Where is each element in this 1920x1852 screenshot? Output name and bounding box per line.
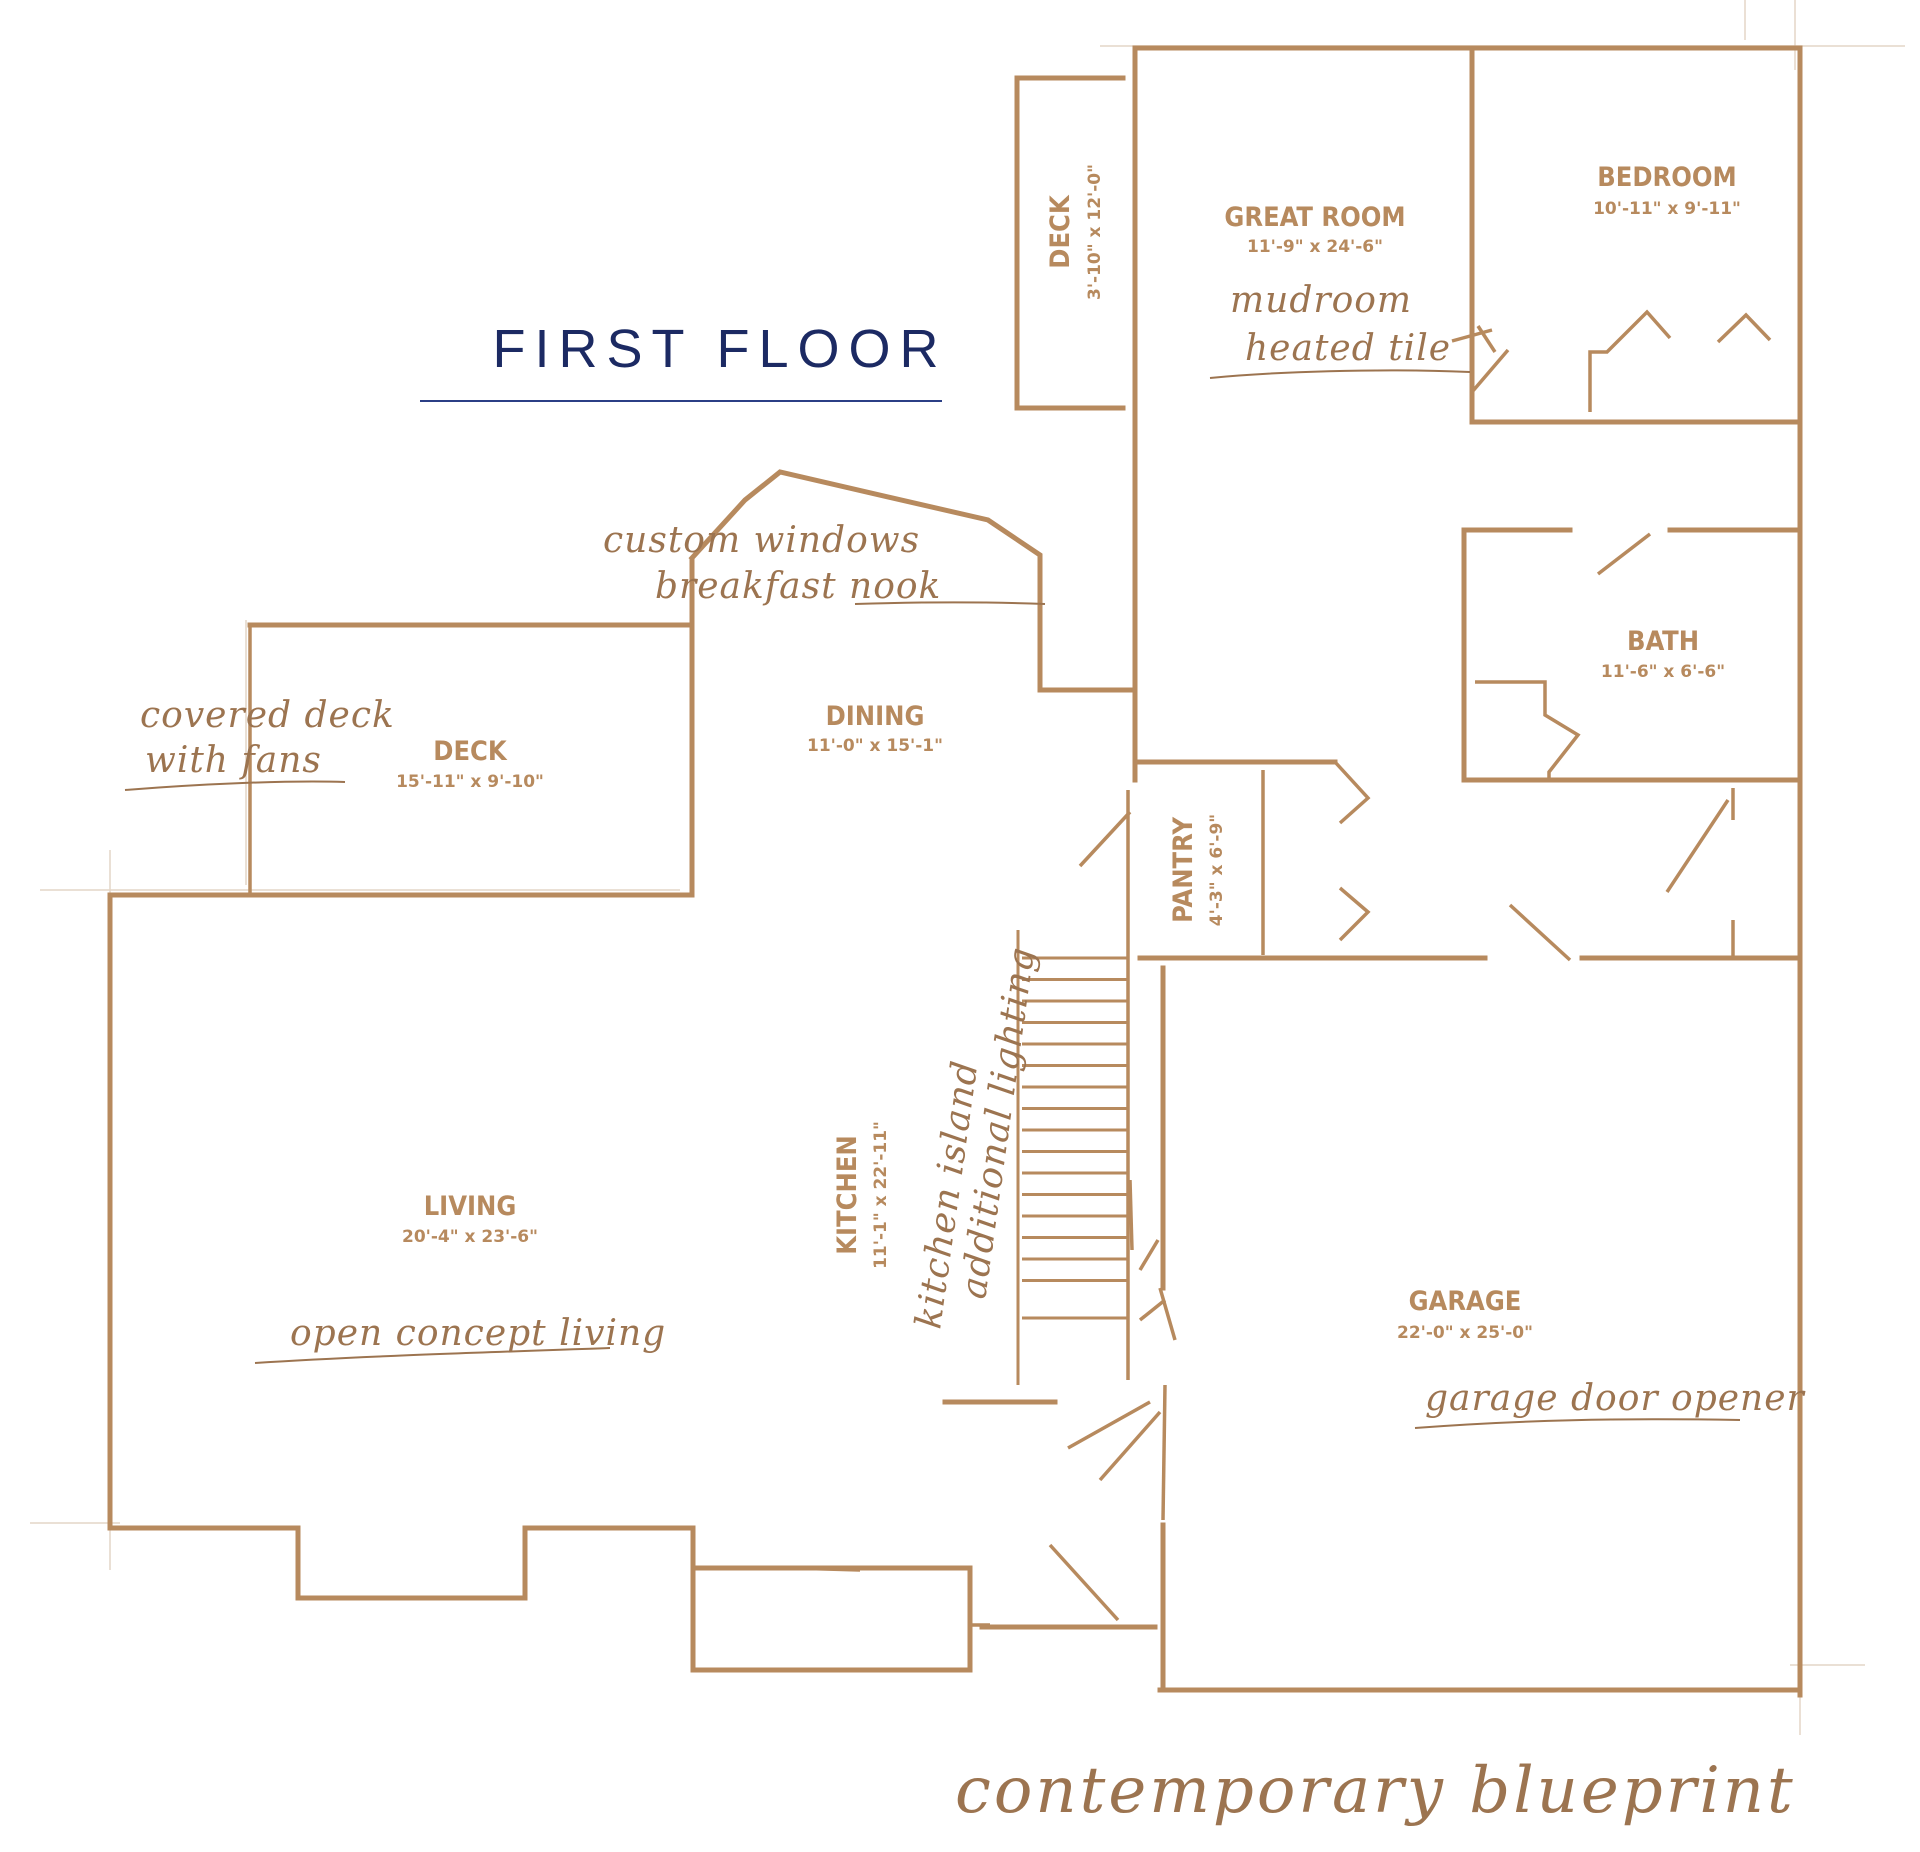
note-deck: covered deck with fans [124, 695, 395, 791]
note-garage-text: garage door opener [1425, 1378, 1806, 1419]
garage-dim: 22'-0" x 25'-0" [1397, 1323, 1533, 1343]
note-mudroom-line1: mudroom [1230, 280, 1412, 321]
note-kitchen: kitchen island additional lighting [908, 944, 1043, 1331]
note-nook-line1: custom windows [603, 520, 920, 561]
room-dining: DINING 11'-0" x 15'-1" [807, 701, 943, 756]
room-bedroom: BEDROOM 10'-11" x 9'-11" [1593, 162, 1741, 219]
note-mudroom-line2: heated tile [1245, 328, 1451, 369]
note-living: open concept living [254, 1313, 666, 1364]
living-dim: 20'-4" x 23'-6" [402, 1227, 538, 1247]
note-nook: custom windows breakfast nook [603, 520, 1046, 607]
room-deck-top: DECK 3'-10" x 12'-0" [1045, 164, 1105, 300]
deck-top-dim: 3'-10" x 12'-0" [1085, 164, 1105, 300]
page-title: FIRST FLOOR [492, 319, 948, 379]
dining-dim: 11'-0" x 15'-1" [807, 736, 943, 756]
bedroom-dim: 10'-11" x 9'-11" [1593, 199, 1741, 219]
kitchen-name: KITCHEN [832, 1135, 863, 1255]
bedroom-name: BEDROOM [1597, 162, 1736, 193]
note-nook-line2: breakfast nook [655, 566, 941, 607]
footer-script-text: contemporary blueprint [955, 1754, 1796, 1828]
great-room-name: GREAT ROOM [1224, 202, 1405, 233]
living-name: LIVING [424, 1191, 517, 1222]
walls [107, 45, 1803, 1698]
pantry-name: PANTRY [1168, 817, 1199, 923]
note-garage: garage door opener [1414, 1378, 1806, 1429]
room-kitchen: KITCHEN 11'-1" x 22'-11" [832, 1121, 891, 1269]
title-underline [420, 400, 942, 402]
note-deck-line1: covered deck [140, 695, 395, 736]
room-great-room: GREAT ROOM 11'-9" x 24'-6" [1224, 202, 1405, 257]
room-bath: BATH 11'-6" x 6'-6" [1601, 626, 1725, 682]
great-room-dim: 11'-9" x 24'-6" [1247, 237, 1383, 257]
bath-dim: 11'-6" x 6'-6" [1601, 662, 1725, 682]
deck-left-dim: 15'-11" x 9'-10" [396, 772, 544, 792]
note-living-text: open concept living [290, 1313, 666, 1354]
deck-top-name: DECK [1045, 194, 1076, 269]
note-deck-line2: with fans [145, 740, 322, 781]
guide-lines [30, 0, 1905, 1735]
room-deck-left: DECK 15'-11" x 9'-10" [396, 736, 544, 792]
staircase [1016, 930, 1128, 1385]
footer-note: contemporary blueprint [955, 1754, 1796, 1828]
pantry-dim: 4'-3" x 6'-9" [1207, 814, 1227, 926]
room-living: LIVING 20'-4" x 23'-6" [402, 1191, 538, 1247]
deck-left-name: DECK [433, 736, 508, 767]
dining-name: DINING [826, 701, 925, 732]
bath-name: BATH [1627, 626, 1699, 657]
room-pantry: PANTRY 4'-3" x 6'-9" [1168, 814, 1227, 926]
garage-name: GARAGE [1409, 1286, 1522, 1317]
note-mudroom: mudroom heated tile [1209, 280, 1471, 379]
room-garage: GARAGE 22'-0" x 25'-0" [1397, 1286, 1533, 1343]
kitchen-dim: 11'-1" x 22'-11" [871, 1121, 891, 1269]
